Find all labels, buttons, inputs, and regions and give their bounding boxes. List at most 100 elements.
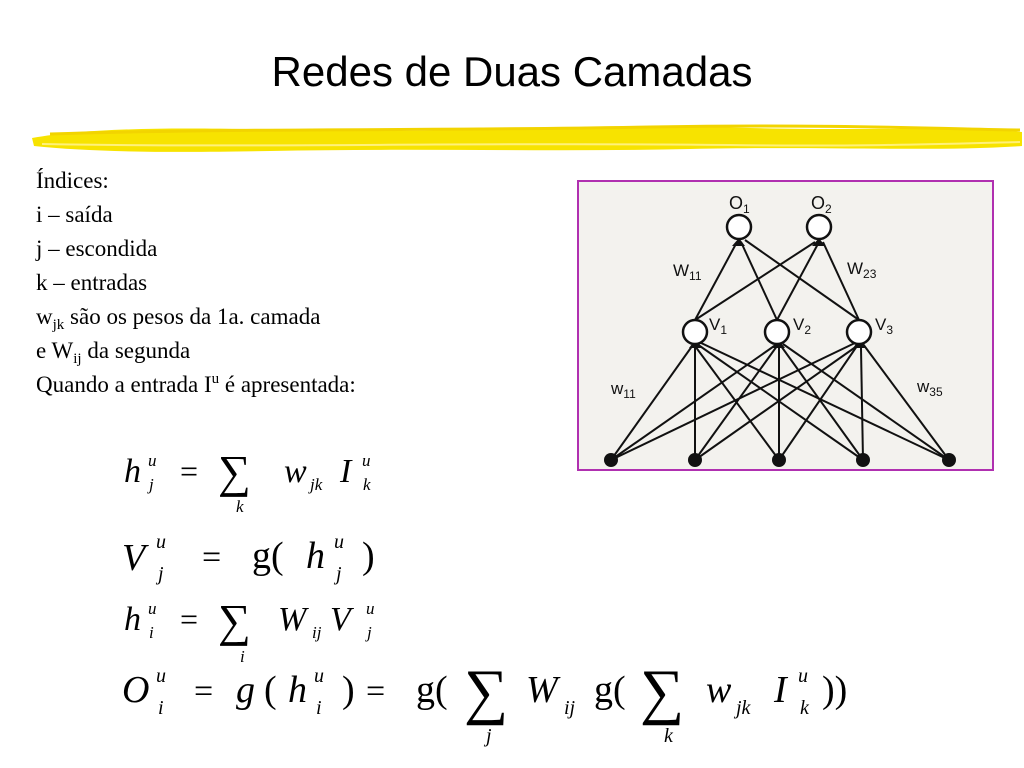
svg-text:): ) (362, 535, 375, 577)
svg-text:i: i (158, 697, 164, 719)
svg-text:i: i (316, 697, 322, 719)
svg-text:∑: ∑ (464, 658, 508, 726)
svg-text:=: = (180, 453, 198, 489)
input-presented-line: Quando a entrada Iu é apresentada: (36, 368, 356, 402)
label-w35: w35 (916, 377, 943, 399)
connection (740, 241, 778, 321)
label-v3: V3 (875, 315, 893, 337)
svg-text:h: h (124, 601, 141, 638)
arrowhead (812, 238, 825, 246)
svg-text:u: u (314, 665, 324, 687)
svg-text:g: g (236, 669, 255, 711)
svg-text:w: w (706, 669, 732, 711)
hidden-node-v2 (763, 318, 791, 346)
svg-text:u: u (148, 599, 157, 618)
svg-text:=: = (202, 539, 221, 576)
weights-second-layer-line: e Wij da segunda (36, 334, 356, 368)
svg-text:)): )) (822, 669, 847, 711)
svg-text:V: V (330, 601, 355, 638)
input-description: é apresentada: (219, 372, 356, 397)
output-node-o1 (725, 213, 753, 241)
svg-text:k: k (236, 497, 244, 516)
svg-text:g(: g( (252, 535, 284, 577)
svg-text:=: = (180, 601, 198, 637)
connection (780, 345, 864, 461)
svg-text:ij: ij (564, 697, 576, 719)
index-k-line: k – entradas (36, 270, 148, 295)
connection (862, 343, 950, 461)
w-description: são os pesos da 1a. camada (64, 304, 321, 329)
svg-text:O: O (122, 669, 149, 711)
output-node-o2 (805, 213, 833, 241)
svg-text:h: h (124, 453, 141, 490)
svg-text:g(: g( (416, 669, 448, 711)
connection (696, 343, 864, 461)
connection (776, 241, 820, 321)
svg-text:k: k (363, 475, 371, 494)
indices-heading: Índices: (36, 168, 109, 193)
svg-text:∑: ∑ (218, 446, 251, 497)
network-connections (610, 239, 950, 461)
svg-text:(: ( (264, 669, 277, 711)
svg-text:∑: ∑ (218, 595, 251, 646)
svg-text:=: = (366, 673, 385, 710)
output-nodes (725, 213, 833, 241)
svg-text:): ) (342, 669, 355, 711)
connection (698, 341, 950, 461)
equations-block: h u j = ∑ k w jk I u k V u j = g( h u j … (118, 440, 878, 760)
svg-text:k: k (800, 697, 810, 719)
slide-title: Redes de Duas Camadas (271, 48, 753, 95)
connection (782, 343, 950, 461)
svg-text:u: u (798, 665, 808, 687)
connection (822, 241, 860, 321)
svg-text:j: j (333, 563, 342, 585)
svg-text:u: u (156, 665, 166, 687)
connection (610, 341, 858, 461)
svg-text:u: u (362, 451, 371, 470)
svg-text:i: i (149, 623, 154, 642)
svg-text:∑: ∑ (640, 658, 684, 726)
W-prefix: e W (36, 338, 74, 363)
svg-text:k: k (664, 725, 674, 747)
svg-text:u: u (334, 531, 344, 553)
svg-text:j: j (155, 563, 164, 585)
equation-output-activation: O u i = g ( h u i ) = g( ∑ j W ij g( ∑ k… (122, 658, 847, 747)
svg-text:w: w (284, 453, 307, 490)
svg-text:j: j (365, 623, 372, 642)
hidden-node-v3 (845, 318, 873, 346)
svg-text:W: W (526, 669, 561, 711)
svg-text:W: W (278, 601, 309, 638)
svg-text:h: h (306, 535, 325, 577)
W-subscript: ij (73, 351, 82, 367)
w-subscript: jk (52, 317, 65, 333)
label-o1: O1 (729, 193, 750, 216)
svg-text:ij: ij (312, 623, 322, 642)
label-w11: w11 (610, 379, 636, 401)
label-v1: V1 (709, 315, 727, 337)
svg-text:I: I (339, 453, 353, 490)
label-v2: V2 (793, 315, 811, 337)
network-diagram-image: O1 O2 V1 V2 V3 W11 W23 w11 w35 (577, 180, 994, 471)
connection (860, 347, 864, 461)
svg-text:h: h (288, 669, 307, 711)
label-o2: O2 (811, 193, 832, 216)
node-labels: O1 O2 V1 V2 V3 W11 W23 w11 w35 (610, 193, 943, 401)
label-W11: W11 (673, 261, 702, 283)
w-letter: w (36, 304, 53, 329)
connection (744, 239, 860, 321)
svg-text:V: V (122, 537, 149, 579)
index-j-line: j – escondida (36, 236, 158, 261)
input-node (688, 453, 702, 467)
connection (778, 345, 858, 461)
svg-text:u: u (366, 599, 375, 618)
arrowhead (732, 238, 745, 246)
connection (694, 241, 816, 321)
svg-text:u: u (148, 451, 157, 470)
hidden-node-v1 (681, 318, 709, 346)
input-prefix: Quando a entrada I (36, 372, 212, 397)
connection (694, 345, 858, 461)
equation-hidden-input: h u j = ∑ k w jk I u k (124, 446, 371, 516)
connection (694, 345, 780, 461)
input-node (856, 453, 870, 467)
svg-text:jk: jk (733, 697, 752, 719)
